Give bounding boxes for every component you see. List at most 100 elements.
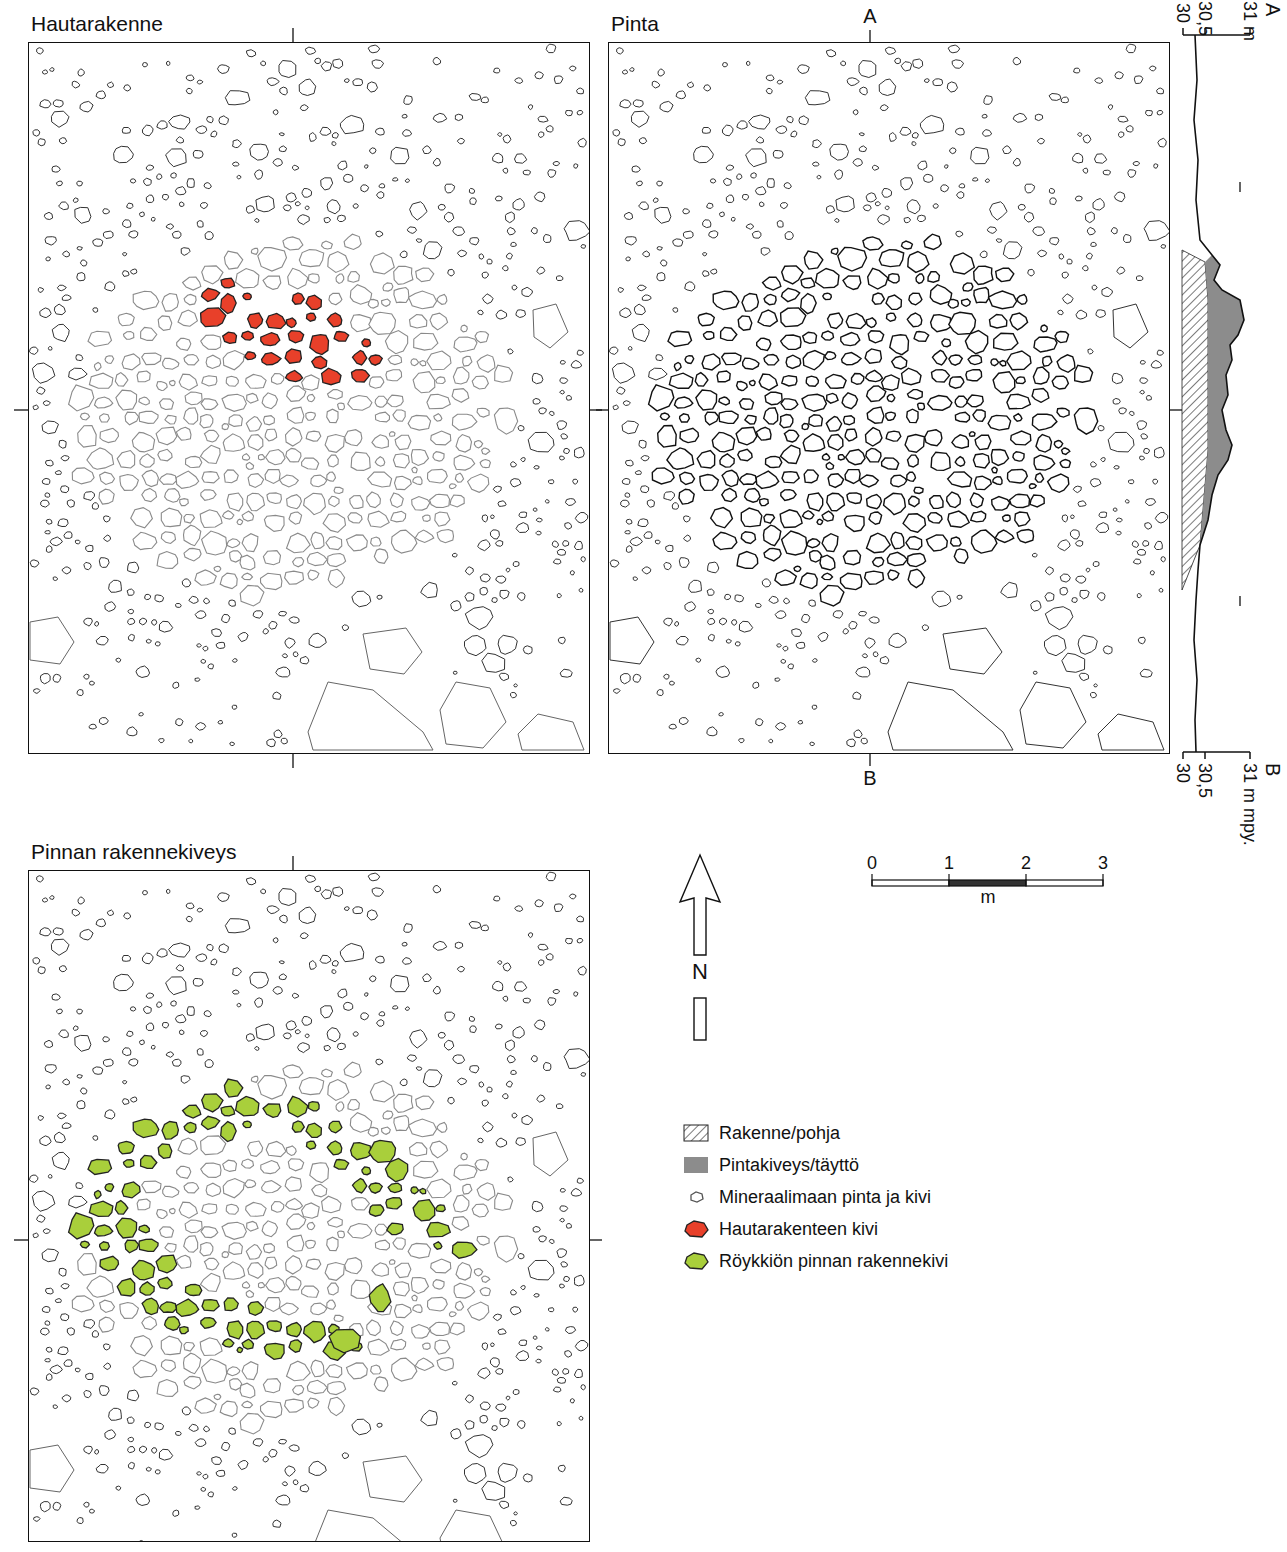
stone [225,919,250,933]
stone [683,209,690,214]
stone [176,137,183,143]
stone [505,1040,514,1051]
stone [394,1116,409,1131]
stone [273,692,281,699]
stone [1061,97,1068,103]
stone [544,234,551,242]
stone [120,1303,138,1319]
stone [433,158,440,166]
stone [557,1377,565,1383]
stone [114,146,134,162]
stone [389,1260,395,1264]
stone [171,173,177,178]
stone [262,353,281,365]
stone [522,287,533,296]
stone [514,1512,518,1515]
stone [794,566,801,571]
stone [197,221,203,228]
stone [994,333,1018,350]
stone [625,237,636,245]
stone [176,604,182,608]
stone [1083,135,1091,143]
stone [831,248,838,254]
stone [197,644,202,647]
stone [617,48,624,54]
stone [512,285,517,290]
stone [798,65,810,74]
stone [482,272,488,278]
stone [229,415,243,427]
stone [1114,192,1124,202]
stone [53,577,57,581]
stone [308,570,319,580]
stone [702,354,720,370]
stone [560,1218,565,1222]
stone [544,1062,551,1070]
stone [469,94,481,101]
stone [374,549,388,563]
stone [882,458,899,469]
stone [676,637,688,645]
stone [880,656,889,664]
stone [185,392,202,405]
stone [574,992,578,997]
stone [531,1056,537,1062]
stone [132,1260,154,1280]
stone [980,251,987,258]
stone [782,472,799,483]
stone [781,335,801,349]
stone [680,472,695,484]
stone [1117,267,1125,274]
stone [745,489,760,503]
stone [115,1201,128,1215]
stone [453,227,465,236]
stone [377,1423,382,1427]
stone [201,399,218,410]
stone [75,540,80,544]
stone [368,873,380,881]
stone [725,594,731,599]
stone [1086,253,1092,259]
stone [427,1179,451,1198]
stone [907,313,922,327]
stone [973,410,985,421]
stone [435,1340,450,1354]
stone [43,70,48,74]
stone [273,987,282,995]
stone [513,1027,524,1039]
stone [180,1327,189,1334]
stone [416,1067,422,1070]
stone [283,1033,291,1039]
stone [99,718,108,725]
stone [197,1049,203,1056]
stone [557,549,565,555]
stone [352,1198,370,1210]
stone [463,356,472,366]
stone [374,1377,388,1391]
stone [61,486,69,493]
stone [186,903,194,909]
stone [448,1097,455,1104]
stone [450,495,464,507]
stone [477,1183,495,1201]
stone [1062,653,1085,672]
stone [1032,553,1037,557]
stone [59,138,66,144]
stone [99,1317,114,1332]
stone [266,450,285,465]
stone-plan [29,872,590,1542]
stone [84,492,95,501]
stone [242,1401,253,1407]
stone [630,68,634,72]
stone [564,448,570,453]
stone [77,690,83,696]
stone [932,370,950,382]
stone [872,165,878,170]
stone [786,355,801,368]
stone [140,1282,154,1295]
stone [265,470,280,484]
stone [80,1241,89,1248]
stone [201,335,221,349]
stone [1062,272,1068,278]
stone [830,144,849,160]
